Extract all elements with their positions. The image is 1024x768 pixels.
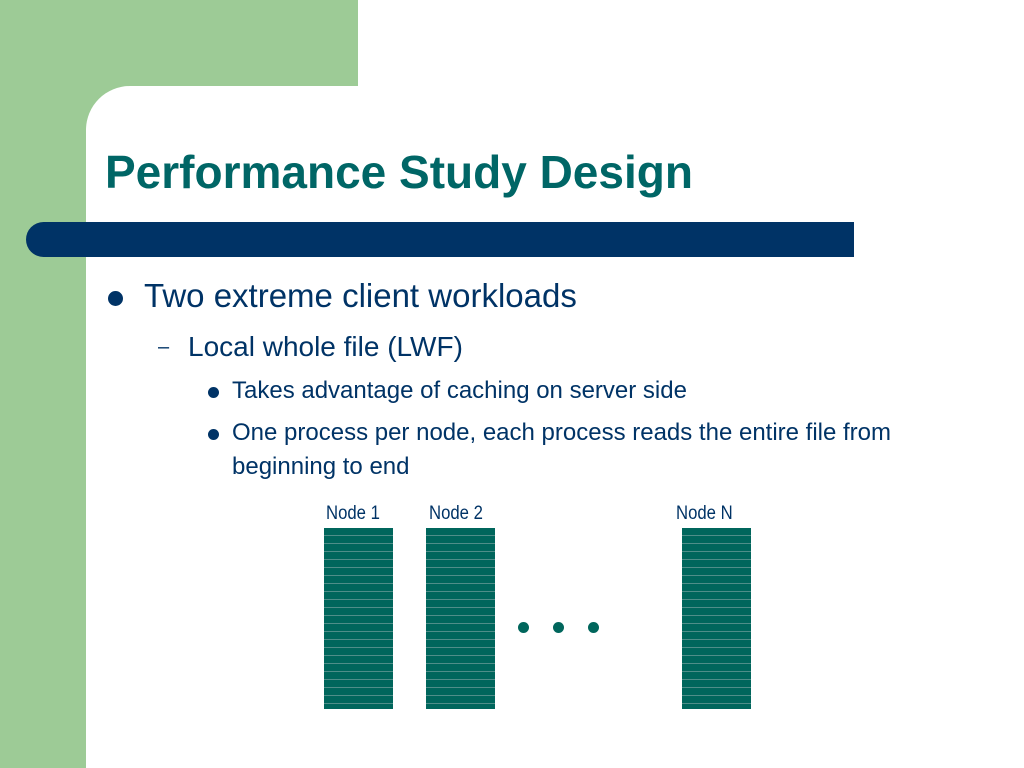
content-panel <box>86 86 1024 768</box>
bullet-dot-icon <box>208 429 219 440</box>
title-underline-bar <box>26 222 854 257</box>
ellipsis-dot-icon <box>518 622 529 633</box>
node-label: Node N <box>676 503 733 524</box>
bullet-level3-text: One process per node, each process reads… <box>232 419 892 480</box>
ellipsis-dot-icon <box>553 622 564 633</box>
ellipsis-dot-icon <box>588 622 599 633</box>
bullet-level2-text: Local whole file (LWF) <box>188 331 463 362</box>
bullet-level1-text: Two extreme client workloads <box>144 277 577 314</box>
node-file-stack <box>426 528 495 709</box>
node-label: Node 1 <box>326 503 380 524</box>
slide-title: Performance Study Design <box>105 146 693 198</box>
bullet-level3-text: Takes advantage of caching on server sid… <box>232 377 687 404</box>
node-file-stack <box>324 528 393 709</box>
bullet-dot-icon <box>208 387 219 398</box>
bullet-dash-icon: – <box>158 336 170 358</box>
bullet-dot-icon <box>108 291 123 306</box>
node-file-stack <box>682 528 751 709</box>
node-label: Node 2 <box>429 503 483 524</box>
